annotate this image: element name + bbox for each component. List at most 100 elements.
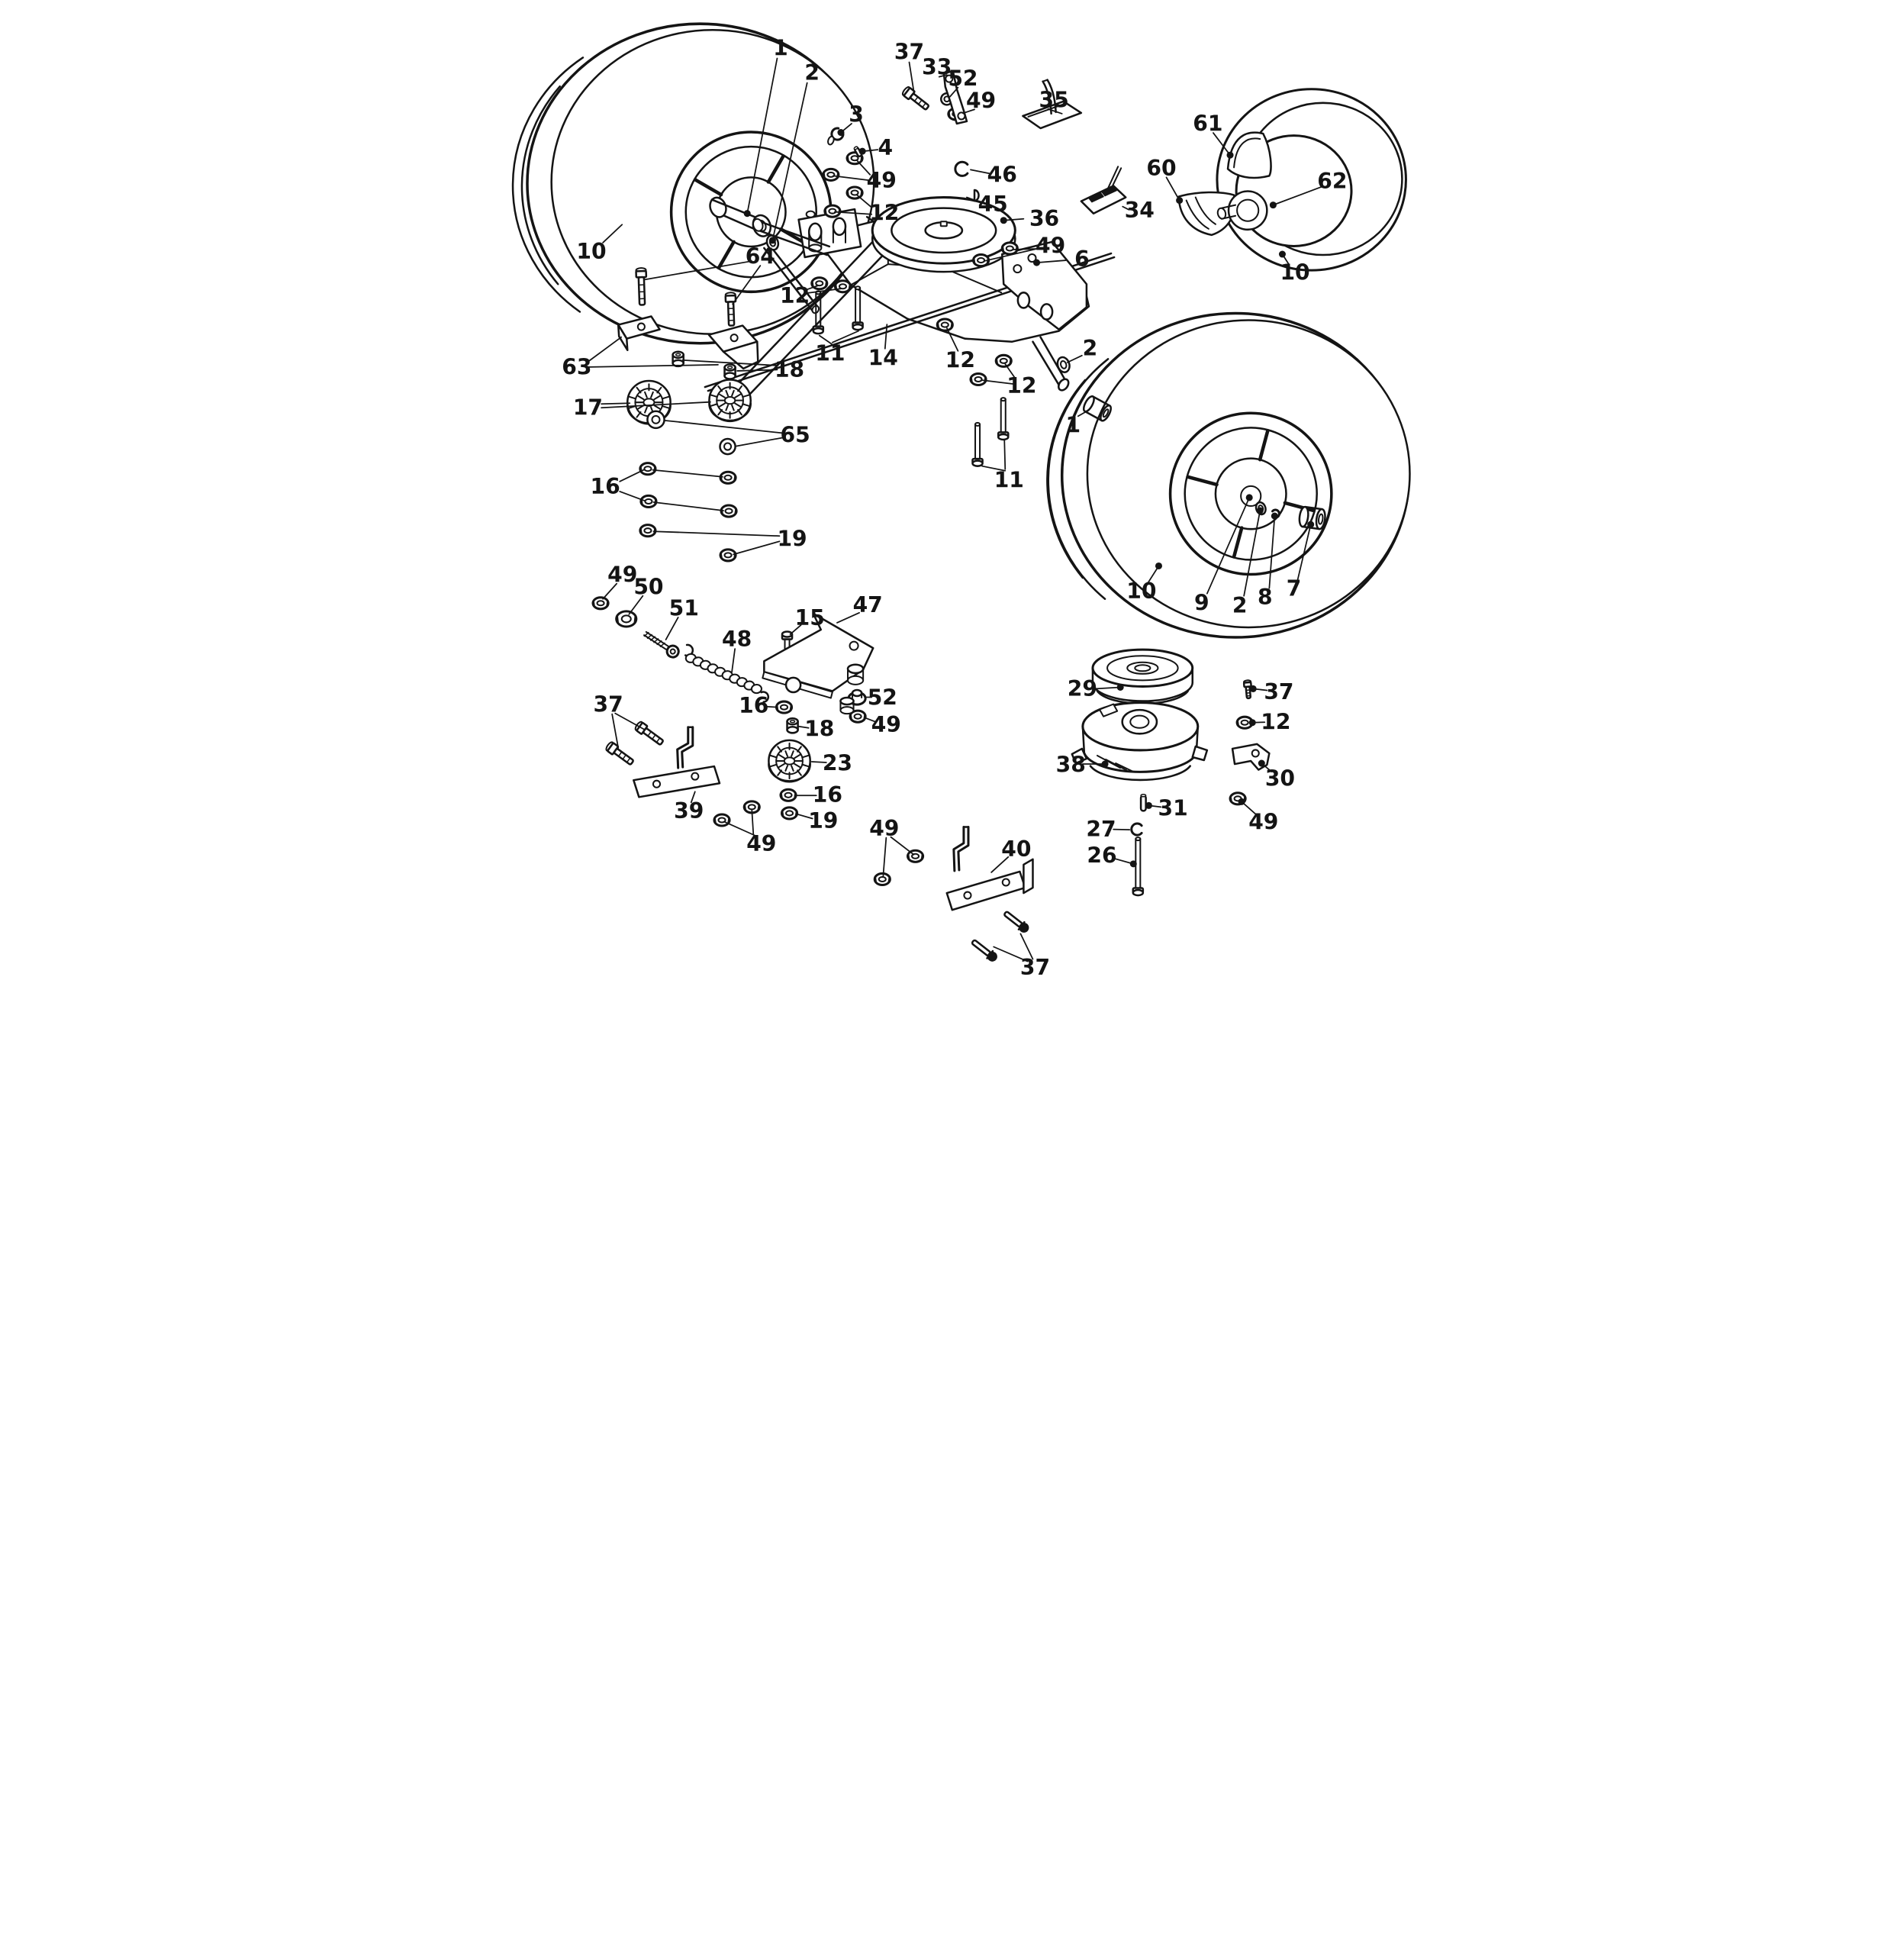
- hex-bolt: [901, 86, 929, 111]
- callout-label-12: 12: [779, 283, 809, 308]
- brake-bracket: [942, 70, 968, 125]
- callout-39: 39: [674, 791, 704, 824]
- callout-34: 34: [1121, 198, 1154, 223]
- callout-49: 49: [1238, 798, 1278, 835]
- callout-label-61: 61: [1193, 111, 1222, 136]
- callout-49: 49: [723, 808, 776, 856]
- callout-label-18: 18: [774, 357, 804, 382]
- flange-nut: [780, 806, 798, 820]
- flange-nut: [821, 167, 839, 182]
- callout-12: 12: [779, 283, 842, 308]
- spacer-bushing: [723, 363, 736, 380]
- callout-label-18: 18: [804, 716, 834, 741]
- callout-label-40: 40: [1001, 837, 1031, 862]
- callout-label-37: 37: [1019, 955, 1049, 980]
- callout-62: 62: [1269, 169, 1347, 209]
- callout-label-9: 9: [1194, 590, 1209, 615]
- callout-46: 46: [969, 162, 1016, 187]
- callout-label-12: 12: [869, 201, 899, 226]
- callout-label-10: 10: [1126, 579, 1156, 604]
- callout-label-50: 50: [633, 575, 663, 600]
- callout-6: 6: [1032, 247, 1089, 272]
- callout-50: 50: [627, 575, 663, 615]
- callout-12: 12: [833, 194, 899, 226]
- idler-pulley: [767, 739, 811, 783]
- hex-bolt: [1242, 679, 1252, 700]
- flange-nut: [1000, 241, 1019, 256]
- callout-51: 51: [665, 595, 698, 640]
- callout-label-62: 62: [1317, 169, 1347, 194]
- flange-nut: [712, 813, 731, 827]
- anchor-bracket: [632, 726, 720, 798]
- callout-45: 45: [965, 192, 1007, 217]
- callout-label-33: 33: [922, 55, 952, 80]
- callout-35: 35: [1039, 87, 1068, 114]
- anchor-bracket: [945, 826, 1034, 911]
- callout-label-16: 16: [739, 693, 768, 718]
- callout-label-27: 27: [1086, 817, 1116, 842]
- hex-bolt: [1132, 837, 1144, 897]
- callout-10: 10: [1126, 562, 1162, 604]
- callout-label-16: 16: [812, 782, 842, 808]
- flange-nut: [638, 462, 656, 476]
- callout-label-16: 16: [590, 474, 620, 499]
- callout-47: 47: [836, 592, 882, 624]
- callout-label-65: 65: [780, 422, 810, 447]
- hex-bolt: [997, 397, 1010, 441]
- callout-40: 40: [990, 837, 1031, 873]
- callout-18: 18: [797, 716, 834, 741]
- thrust-washer: [1056, 356, 1071, 373]
- callout-36: 36: [1000, 206, 1059, 231]
- carriage-bolt: [1003, 911, 1029, 933]
- callout-label-46: 46: [987, 162, 1016, 187]
- extension-spring: [684, 643, 769, 703]
- callout-49: 49: [832, 160, 896, 193]
- flat-washer: [646, 410, 665, 430]
- callout-3: 3: [836, 102, 864, 137]
- callout-1: 1: [1065, 409, 1090, 437]
- callout-label-34: 34: [1124, 198, 1154, 223]
- left-rear-wheel: [511, 22, 874, 345]
- wheel-rim-assembly: [1177, 88, 1407, 272]
- callout-label-14: 14: [868, 345, 897, 370]
- callout-label-10: 10: [1280, 260, 1309, 285]
- callout-2: 2: [1066, 336, 1097, 363]
- callout-label-8: 8: [1258, 585, 1273, 610]
- callout-label-23: 23: [822, 751, 852, 776]
- callout-60: 60: [1146, 156, 1183, 205]
- callout-label-49: 49: [1036, 233, 1065, 258]
- callout-9: 9: [1194, 494, 1253, 615]
- hex-jam-nut: [614, 610, 637, 628]
- bushing: [1082, 395, 1112, 422]
- flange-nut: [849, 709, 867, 724]
- callout-label-19: 19: [777, 526, 807, 551]
- callout-52: 52: [863, 685, 897, 711]
- callout-2: 2: [1232, 507, 1264, 618]
- callout-10: 10: [576, 224, 623, 264]
- callout-label-49: 49: [871, 712, 900, 737]
- callout-7: 7: [1286, 521, 1314, 601]
- callout-label-26: 26: [1087, 843, 1116, 868]
- pin: [1139, 794, 1147, 812]
- flange-nut: [718, 548, 737, 563]
- callout-15: 15: [789, 605, 824, 635]
- flange-nut: [968, 372, 987, 387]
- callout-label-48: 48: [722, 627, 752, 652]
- flange-nut: [639, 494, 658, 509]
- callout-label-3: 3: [849, 102, 864, 127]
- flange-nut: [591, 596, 610, 611]
- callout-label-64: 64: [745, 244, 775, 269]
- callout-63: 63: [562, 336, 719, 379]
- callout-label-2: 2: [804, 60, 820, 85]
- callout-label-30: 30: [1264, 766, 1294, 791]
- flange-nut: [823, 204, 841, 218]
- callout-label-12: 12: [1007, 373, 1036, 398]
- callout-2: 2: [768, 60, 820, 244]
- flange-nut: [718, 470, 737, 485]
- idler-pulley: [707, 379, 752, 423]
- callout-label-2: 2: [1082, 336, 1097, 361]
- electric-clutch: [1071, 648, 1208, 782]
